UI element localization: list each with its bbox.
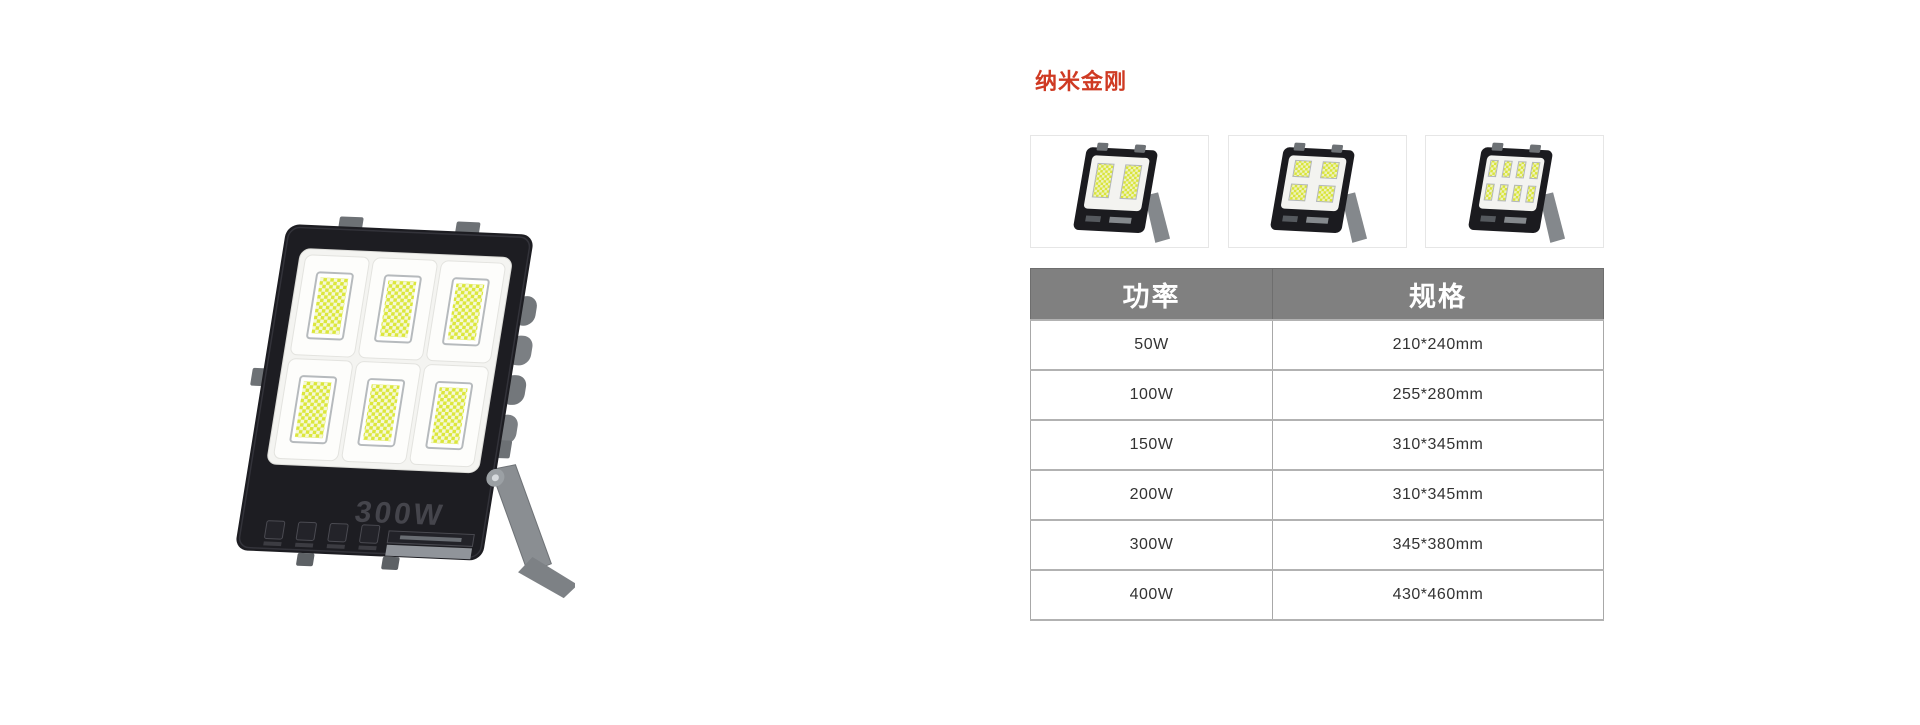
spec-table-cell: 400W — [1030, 569, 1273, 621]
section-title: 纳米金刚 — [1035, 69, 1128, 94]
spec-table-cell: 100W — [1030, 369, 1273, 421]
spec-table-cell: 150W — [1030, 419, 1273, 471]
product-thumbnail-floodlight-4-chip[interactable] — [1227, 135, 1407, 248]
spec-table-cell: 310*345mm — [1272, 419, 1604, 471]
nameplate-label — [385, 530, 475, 560]
spec-table-cell: 210*240mm — [1272, 319, 1604, 371]
spec-table-cell: 300W — [1030, 519, 1273, 571]
spec-table-cell: 310*345mm — [1272, 469, 1604, 521]
product-thumbnail-floodlight-2-chip[interactable] — [1030, 135, 1209, 248]
product-info-panel: 纳米金刚 — [1030, 58, 1604, 621]
spec-table-cell: 200W — [1030, 469, 1273, 521]
floodlight-illustration: 300W — [236, 216, 575, 599]
spec-table-header-row: 功率 规格 — [1030, 268, 1604, 321]
spec-table-cell: 50W — [1030, 319, 1273, 371]
hero-product-image: 300W — [215, 210, 575, 612]
thumbnail-row — [1030, 135, 1604, 248]
spec-table-cell: 255*280mm — [1272, 369, 1604, 421]
col-header-power: 功率 — [1030, 268, 1273, 321]
spec-table-cell: 345*380mm — [1272, 519, 1604, 571]
certification-badges — [263, 520, 381, 551]
hero-led-grid — [273, 254, 506, 468]
product-thumbnail-floodlight-8-chip[interactable] — [1425, 135, 1604, 248]
mounting-bracket — [490, 464, 575, 599]
bottom-feet — [296, 552, 400, 570]
col-header-spec: 规格 — [1272, 268, 1604, 321]
spec-table-cell: 430*460mm — [1272, 569, 1604, 621]
